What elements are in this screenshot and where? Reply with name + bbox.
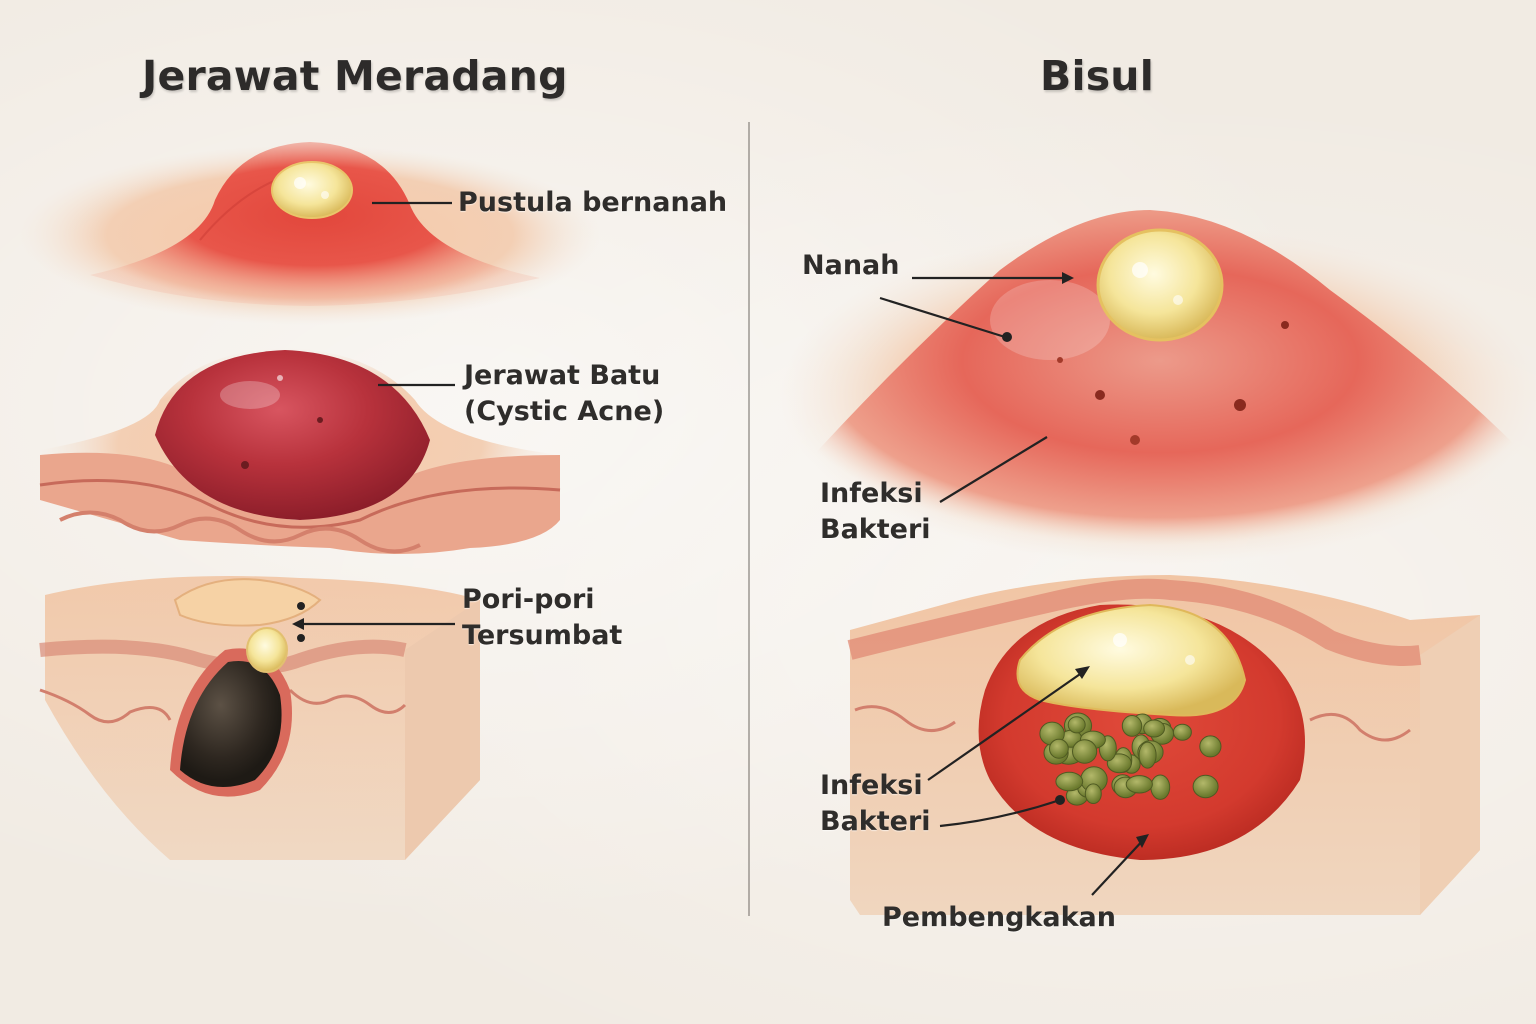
bacterium — [1072, 739, 1098, 764]
boil-surface-illustration — [780, 210, 1536, 565]
label-cystic-acne: Jerawat Batu (Cystic Acne) — [464, 358, 664, 430]
label-infection-top: Infeksi Bakteri — [820, 476, 931, 548]
label-pustule-text: Pustula bernanah — [458, 187, 728, 218]
bacterium — [1138, 741, 1157, 769]
label-pus: Nanah — [802, 248, 899, 284]
left-panel-title: Jerawat Meradang — [142, 52, 568, 100]
label-cystic-acne-line1: Jerawat Batu — [464, 360, 661, 391]
label-pus-text: Nanah — [802, 250, 900, 281]
pustule-illustration — [20, 142, 600, 325]
label-infection-bottom: Infeksi Bakteri — [820, 768, 931, 840]
bacterium — [1067, 716, 1086, 734]
label-pustule: Pustula bernanah — [458, 185, 727, 221]
label-clogged-pore-line1: Pori-pori — [462, 584, 595, 615]
bacterium — [1199, 735, 1222, 758]
annotation-lines — [295, 201, 1146, 896]
clogged-pore-illustration — [39, 576, 480, 860]
panel-divider — [748, 122, 750, 916]
bacterium — [1192, 774, 1219, 799]
label-infection-bottom-line1: Infeksi — [820, 770, 923, 801]
bacteria-cluster — [1039, 712, 1222, 806]
bacterium — [1121, 715, 1143, 737]
boil-cross-section-illustration — [847, 575, 1480, 915]
label-infection-bottom-line2: Bakteri — [820, 806, 931, 837]
right-panel-title: Bisul — [1040, 52, 1154, 100]
bacterium — [1150, 774, 1171, 800]
label-cystic-acne-line2: (Cystic Acne) — [464, 396, 665, 427]
bacterium — [1172, 723, 1192, 741]
bacterium — [1125, 775, 1153, 794]
annotation-markers — [292, 272, 1149, 848]
bacterium — [1049, 738, 1069, 759]
label-swelling: Pembengkakan — [882, 900, 1116, 936]
label-swelling-text: Pembengkakan — [882, 902, 1116, 933]
bacterium — [1143, 719, 1165, 738]
label-clogged-pore-line2: Tersumbat — [462, 620, 623, 651]
bacterium — [1084, 783, 1102, 805]
cystic-acne-illustration — [39, 348, 561, 554]
label-clogged-pore: Pori-pori Tersumbat — [462, 582, 622, 654]
label-infection-top-line1: Infeksi — [820, 478, 923, 509]
label-infection-top-line2: Bakteri — [820, 514, 931, 545]
bacterium — [1055, 771, 1084, 792]
